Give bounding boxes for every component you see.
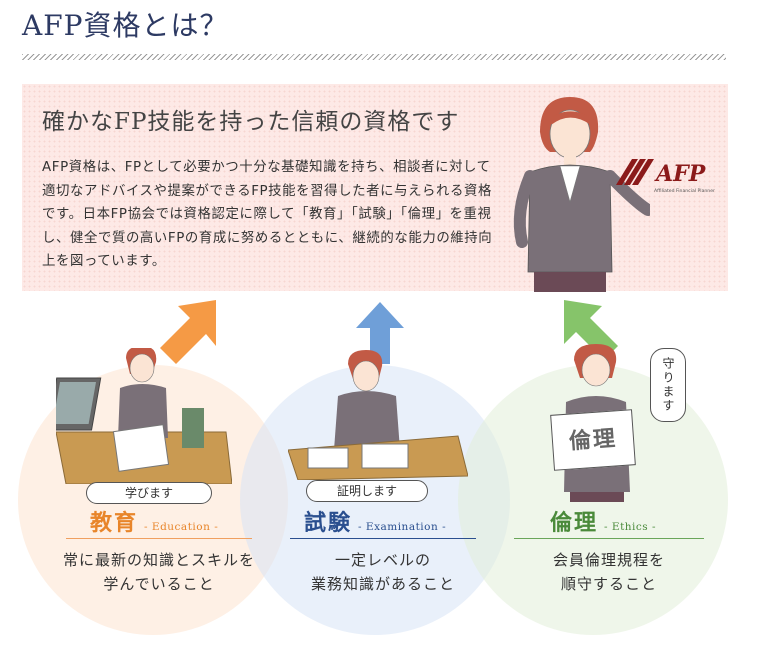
education-description: 常に最新の知識とスキルを 学んでいること: [56, 548, 262, 596]
examination-arrow-icon: [356, 302, 404, 364]
afp-logo-mark: AFP: [654, 161, 707, 187]
examination-divider: [290, 538, 476, 539]
afp-logo-caption: Affiliated Financial Planner: [654, 188, 715, 194]
exam-woman-illustration: [288, 350, 468, 480]
examination-description-line2: 業務知識があること: [310, 575, 455, 593]
examination-speech-bubble: 証明します: [306, 480, 428, 502]
title-divider: [22, 54, 726, 60]
presenter-woman-illustration: [513, 97, 650, 292]
examination-subtitle: - Examination -: [358, 521, 447, 533]
education-description-line2: 学んでいること: [103, 575, 215, 593]
afp-logo: AFP Affiliated Financial Planner: [616, 159, 715, 194]
education-arrow-icon: [160, 300, 216, 364]
ethics-title-text: 倫理: [550, 510, 599, 536]
ethics-title: 倫理 - Ethics -: [550, 505, 656, 537]
ethics-divider: [514, 538, 704, 539]
education-divider: [66, 538, 252, 539]
examination-description: 一定レベルの 業務知識があること: [280, 548, 486, 596]
page-title: AFP資格とは？: [22, 9, 229, 42]
examination-title: 試験 - Examination -: [304, 505, 446, 537]
intro-body: AFP資格は、FPとして必要かつ十分な基礎知識を持ち、相談者に対して適切なアドバ…: [42, 160, 493, 269]
education-speech-bubble: 学びます: [86, 482, 212, 504]
ethics-description: 会員倫理規程を 順守すること: [506, 548, 712, 596]
studying-woman-illustration: [56, 348, 232, 484]
education-title: 教育 - Education -: [90, 505, 218, 537]
ethics-description-line1: 会員倫理規程を: [552, 551, 665, 569]
ethics-speech-bubble: 守ります: [650, 348, 686, 422]
education-description-line1: 常に最新の知識とスキルを: [62, 551, 255, 569]
examination-title-text: 試験: [304, 510, 353, 536]
examination-description-line1: 一定レベルの: [334, 551, 431, 569]
ethics-description-line2: 順守すること: [560, 575, 657, 593]
ethics-subtitle: - Ethics -: [604, 521, 657, 533]
ethics-sign: 倫理: [550, 409, 636, 471]
intro-heading: 確かなFP技能を持った信頼の資格です: [42, 109, 460, 135]
education-title-text: 教育: [90, 510, 139, 536]
education-subtitle: - Education -: [144, 521, 219, 533]
